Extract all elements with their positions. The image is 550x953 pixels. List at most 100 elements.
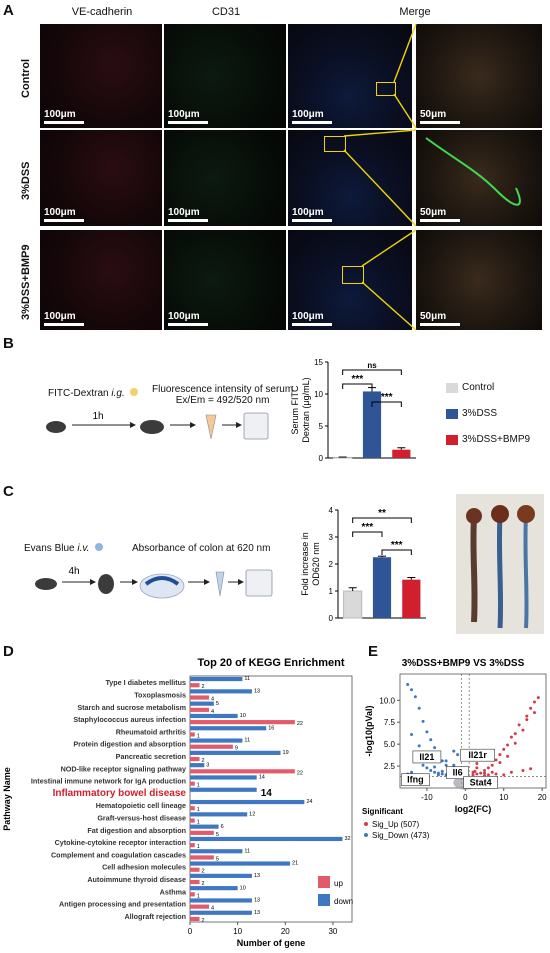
up-value-label: 1 — [197, 783, 200, 789]
point-up — [490, 763, 494, 767]
legend-swatch-dss — [446, 408, 458, 419]
point-down — [429, 768, 433, 772]
point-down — [452, 749, 456, 753]
scale-bar: 50μm — [420, 109, 460, 124]
bar-up — [190, 756, 200, 762]
x-tick-label: 30 — [328, 927, 337, 936]
point-up — [509, 770, 513, 774]
up-value-label: 2 — [202, 869, 205, 875]
image-control-zoom: 50μm — [416, 24, 542, 128]
up-value-label: 2 — [202, 684, 205, 690]
point-down — [436, 773, 440, 777]
up-value-label: 1 — [197, 807, 200, 813]
point-up — [475, 761, 479, 765]
bar-down — [190, 886, 238, 891]
point-down — [452, 763, 456, 767]
y-axis-label: Serum FITC — [290, 385, 300, 435]
colon-photo — [456, 494, 544, 634]
pathway-label: Hematopoietic cell lineage — [96, 801, 186, 810]
scale-bar: 100μm — [44, 109, 84, 124]
bar-down — [190, 898, 252, 903]
x-tick-label: 0 — [188, 927, 193, 936]
point-up — [498, 761, 502, 765]
panel-e-letter: E — [368, 643, 379, 660]
y-tick-label: 2 — [329, 560, 334, 569]
bar-down — [190, 750, 281, 755]
highlight-value-label: 14 — [261, 788, 273, 799]
point-up — [471, 773, 475, 777]
col-head-ve-cadherin: VE-cadherin — [71, 6, 133, 18]
down-value-label: 11 — [244, 738, 250, 744]
gene-label: Il21r — [468, 750, 487, 760]
image-dss-ve-cadherin: 100μm — [40, 130, 162, 226]
point-down — [425, 766, 429, 770]
panel-c-letter: C — [3, 483, 14, 500]
bar-up — [190, 695, 210, 700]
bar-3-dss-bmp9 — [392, 449, 411, 458]
bar-3-dss — [362, 391, 382, 458]
significance-label: *** — [351, 374, 363, 385]
colon-samples — [466, 505, 535, 629]
down-value-label: 11 — [244, 848, 250, 854]
legend-dot-up — [364, 822, 368, 826]
up-value-label: 4 — [211, 709, 214, 715]
legend-swatch-down — [318, 894, 330, 906]
bar-down — [190, 787, 257, 792]
legend-title: Significant — [362, 807, 403, 816]
up-value-label: 22 — [297, 770, 303, 776]
up-value-label: 2 — [202, 918, 205, 924]
pathway-label: Rheumatoid arthritis — [116, 727, 186, 736]
x-axis-label: log2(FC) — [455, 804, 492, 814]
y-tick-label: 3 — [329, 533, 334, 542]
mouse-icon — [98, 574, 114, 594]
point-up — [494, 758, 498, 762]
panel-b-letter: B — [3, 335, 14, 352]
point-up — [521, 728, 525, 732]
evans-time-label: 4h — [68, 566, 79, 577]
gene-label-box — [463, 776, 498, 789]
bar-down — [190, 812, 248, 817]
x-axis-label: Number of gene — [237, 938, 306, 948]
y-tick-label: 0 — [329, 614, 334, 623]
down-value-label: 6 — [221, 824, 224, 830]
image-dss-bmp9-zoom: 50μm — [416, 230, 542, 330]
legend-label-up: Sig_Up (507) — [372, 820, 419, 829]
scale-bar: 50μm — [420, 311, 460, 326]
gene-label-box — [446, 766, 469, 780]
point-up — [498, 753, 502, 757]
y-tick-label: 5 — [319, 422, 324, 431]
pathway-label: Inflammatory bowel disease — [53, 788, 187, 799]
pathway-label: Starch and sucrose metabolism — [77, 703, 186, 712]
y-axis-label: Dextran (μg/mL) — [301, 377, 311, 442]
pathway-label: Intestinal immune network for IgA produc… — [31, 777, 186, 786]
mouse-icon — [35, 578, 57, 590]
bar-down — [190, 824, 219, 829]
gene-label-box — [460, 748, 495, 762]
scale-bar: 100μm — [168, 109, 208, 124]
pathway-label: Fat digestion and absorption — [87, 826, 186, 835]
y-axis-label: Pathway Name — [2, 767, 12, 831]
bar-down — [190, 873, 252, 878]
point-down — [410, 770, 414, 774]
y-tick-label: 7.5 — [384, 718, 396, 727]
point-down — [429, 738, 433, 742]
point-down — [425, 730, 429, 734]
significance-label: *** — [391, 540, 403, 551]
significance-bracket — [352, 531, 383, 537]
up-value-label: 4 — [211, 906, 214, 912]
up-value-label: 1 — [197, 844, 200, 850]
pathway-label: Allograft rejection — [124, 912, 186, 921]
bar-up — [190, 781, 195, 786]
bar-up — [190, 818, 195, 823]
bar-up — [190, 744, 233, 749]
scale-bar: 50μm — [420, 207, 460, 222]
zoom-box — [324, 136, 346, 152]
point-up — [486, 766, 490, 770]
point-up — [521, 768, 525, 772]
evans-treatment-label: Evans Blue i.v. — [24, 543, 104, 554]
down-value-label: 12 — [249, 811, 255, 817]
point-up — [471, 770, 475, 774]
dose-dot-icon — [130, 388, 139, 396]
